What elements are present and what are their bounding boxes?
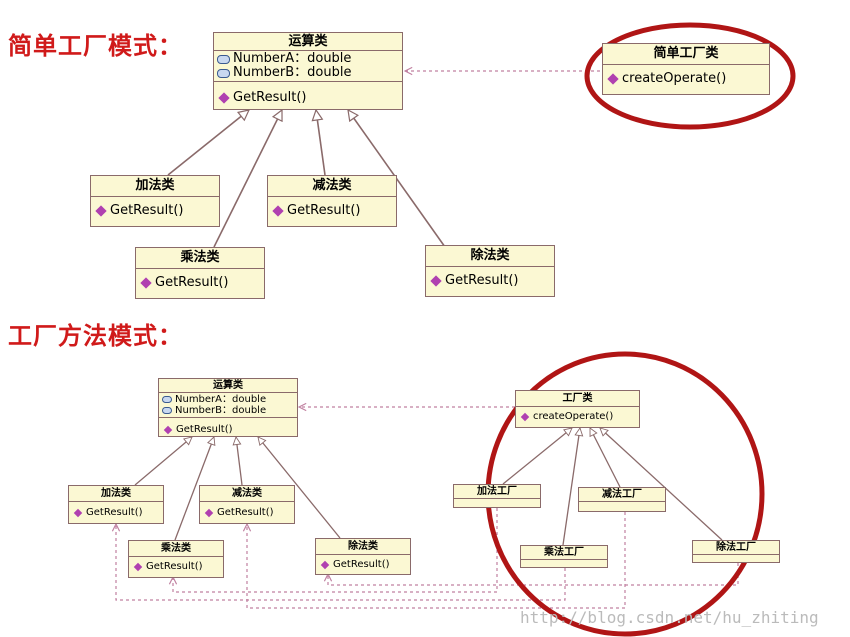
- div-factory-class[interactable]: 除法工厂: [692, 540, 780, 563]
- fm-mul-class[interactable]: 乘法类 GetResult(): [128, 540, 224, 578]
- div-factory-class-name: 除法工厂: [693, 541, 779, 555]
- method-icon: [95, 205, 107, 217]
- div-class-name: 除法类: [426, 246, 554, 267]
- method-get-result: GetResult(): [146, 561, 203, 572]
- method-get-result: GetResult(): [217, 507, 274, 518]
- simple-factory-class[interactable]: 简单工厂类 createOperate(): [602, 43, 770, 95]
- method-icon: [430, 275, 442, 287]
- method-icon: [204, 508, 214, 517]
- field-number-a: NumberA：double: [175, 394, 267, 405]
- mul-factory-class-name: 乘法工厂: [521, 546, 607, 560]
- method-icon: [140, 277, 152, 289]
- method-icon: [320, 560, 330, 569]
- simple-factory-class-name: 简单工厂类: [603, 44, 769, 65]
- mul-class-name: 乘法类: [136, 248, 264, 269]
- add-class[interactable]: 加法类 GetResult(): [90, 175, 220, 227]
- method-icon: [163, 425, 173, 434]
- method-create-operate: createOperate(): [622, 71, 727, 86]
- mul-to-operation-line: [213, 110, 283, 248]
- add-class-name: 加法类: [69, 486, 163, 502]
- add-class-name: 加法类: [91, 176, 219, 197]
- method-get-result: GetResult(): [155, 275, 229, 290]
- method-icon: [218, 92, 230, 104]
- add-factory-class[interactable]: 加法工厂: [453, 484, 541, 508]
- mul-class[interactable]: 乘法类 GetResult(): [135, 247, 265, 299]
- method-get-result: GetResult(): [445, 273, 519, 288]
- method-icon: [133, 562, 143, 572]
- mul-factory-class[interactable]: 乘法工厂: [520, 545, 608, 568]
- method-get-result: GetResult(): [287, 203, 361, 218]
- sub-factory-class[interactable]: 减法工厂: [578, 487, 666, 512]
- method-get-result: GetResult(): [86, 507, 143, 518]
- field-number-a: NumberA：double: [233, 51, 352, 66]
- div-class-name: 除法类: [316, 539, 410, 555]
- field-icon: [217, 54, 230, 64]
- method-create-operate: createOperate(): [533, 411, 614, 422]
- method-icon: [607, 73, 619, 85]
- field-icon: [217, 68, 230, 78]
- method-icon: [73, 508, 83, 517]
- field-icon: [162, 396, 172, 403]
- method-get-result: GetResult(): [333, 559, 390, 570]
- method-icon: [272, 205, 284, 217]
- sub-factory-class-name: 减法工厂: [579, 488, 665, 502]
- method-get-result: GetResult(): [110, 203, 184, 218]
- add-factory-class-name: 加法工厂: [454, 485, 540, 499]
- simple-factory-highlight-ring: [584, 22, 796, 130]
- fm-sub-class[interactable]: 减法类 GetResult(): [199, 485, 295, 524]
- operation-class-name: 运算类: [159, 379, 297, 393]
- fm-operation-class[interactable]: 运算类 NumberA：double NumberB：double GetRes…: [158, 378, 298, 437]
- factory-class-name: 工厂类: [516, 391, 639, 407]
- operation-class-name: 运算类: [214, 33, 402, 51]
- fm-add-class[interactable]: 加法类 GetResult(): [68, 485, 164, 524]
- field-number-b: NumberB：double: [233, 65, 352, 80]
- fm-factory-class[interactable]: 工厂类 createOperate(): [515, 390, 640, 428]
- fm-div-class[interactable]: 除法类 GetResult(): [315, 538, 411, 575]
- sub-class-name: 减法类: [200, 486, 294, 502]
- method-get-result: GetResult(): [233, 90, 307, 105]
- simple-factory-title: 简单工厂模式：: [8, 32, 183, 60]
- method-icon: [520, 412, 530, 422]
- watermark: http://blog.csdn.net/hu_zhiting: [520, 608, 819, 627]
- sub-to-operation-line: [316, 110, 326, 176]
- sub-class[interactable]: 减法类 GetResult(): [267, 175, 397, 227]
- div-class[interactable]: 除法类 GetResult(): [425, 245, 555, 297]
- mul-class-name: 乘法类: [129, 541, 223, 557]
- sub-class-name: 减法类: [268, 176, 396, 197]
- field-icon: [162, 407, 172, 414]
- field-number-b: NumberB：double: [175, 405, 267, 416]
- add-to-operation-line: [167, 110, 249, 176]
- factory-method-title: 工厂方法模式：: [8, 322, 183, 350]
- operation-class[interactable]: 运算类 NumberA：double NumberB：double GetRes…: [213, 32, 403, 110]
- method-get-result: GetResult(): [176, 424, 233, 435]
